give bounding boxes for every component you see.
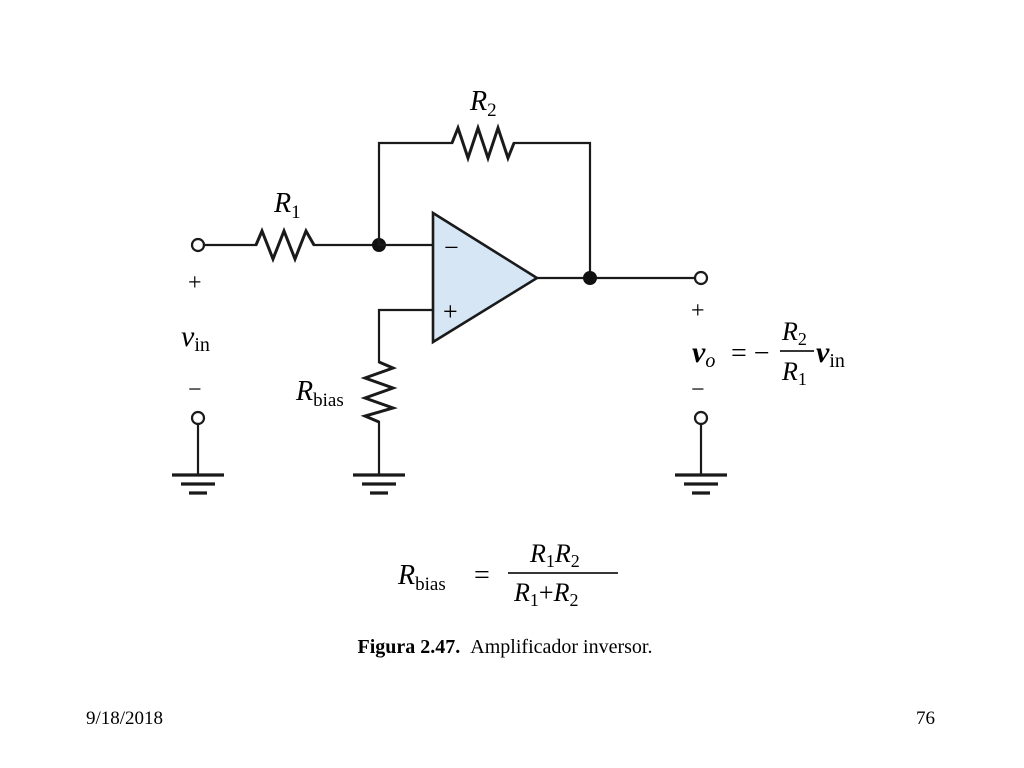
rbias-label: Rbias (295, 376, 344, 411)
vo-vin-term: vin (816, 336, 845, 372)
ground-icon (172, 473, 224, 495)
figure-label: Figura 2.47. (357, 636, 461, 658)
r1-resistor (254, 226, 316, 264)
opamp-triangle (431, 210, 540, 345)
formula-lhs: Rbias (397, 560, 446, 595)
rbias-resistor (360, 360, 398, 424)
opamp-plus-sign: + (443, 297, 458, 326)
formula-denominator: R1+R2 (513, 578, 578, 610)
vo-fraction-denominator: R1 (781, 357, 807, 389)
slide-date: 9/18/2018 (86, 708, 164, 729)
vo-equals: = − (731, 338, 770, 369)
figure-caption: Figura 2.47. Amplificador inversor. (0, 636, 1010, 659)
plus-input-wire (377, 308, 435, 364)
ground-icon (675, 473, 727, 495)
opamp-minus-sign: − (444, 233, 459, 262)
input-terminal-bottom (190, 410, 206, 426)
formula-equals: = (474, 560, 490, 591)
vin-label: vin (181, 320, 210, 356)
vo-label: vo (692, 336, 715, 372)
feedback-left-wire (377, 141, 454, 247)
output-node-dot (583, 271, 597, 285)
vo-fraction-numerator: R2 (781, 317, 807, 349)
input-plus-sign: + (188, 270, 202, 296)
output-terminal-top (693, 270, 709, 286)
input-minus-sign: − (188, 377, 202, 403)
input-terminal-top (190, 237, 206, 253)
output-terminal-bottom (693, 410, 709, 426)
feedback-right-wire (512, 141, 592, 280)
output-minus-sign: − (691, 377, 705, 403)
output-plus-sign: + (691, 298, 705, 324)
r2-resistor (450, 123, 516, 163)
formula-numerator: R1R2 (529, 539, 580, 571)
r1-label: R1 (273, 188, 301, 223)
slide-page-number: 76 (916, 708, 935, 729)
figure-caption-text: Amplificador inversor. (470, 636, 653, 658)
r2-label: R2 (469, 86, 497, 121)
ground-icon (353, 473, 405, 495)
